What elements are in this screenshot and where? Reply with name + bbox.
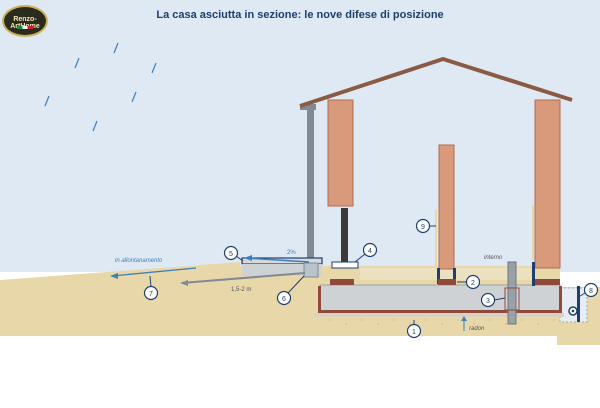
rain-drop: [74, 57, 80, 69]
marker-6-label: 6: [282, 296, 286, 303]
marker-4-label: 4: [368, 248, 372, 255]
wall-base-right: [535, 279, 560, 285]
sky: [0, 0, 600, 272]
marker-1-label: 1: [412, 329, 416, 336]
runoff-arrowhead: [110, 273, 118, 279]
radon-pipe-box: [504, 287, 520, 311]
runoff-arrow: [111, 267, 197, 277]
italian-flag-icon: [17, 26, 33, 29]
marker-4: 4: [354, 242, 378, 263]
barrier-line-9: [435, 210, 437, 268]
marker-1: 1: [406, 320, 422, 339]
rain-drop: [113, 42, 119, 54]
diagram-title: La casa asciutta in sezione: le nove dif…: [156, 9, 444, 21]
barrier-center-right: [453, 268, 456, 284]
foundation-curb-left: [318, 286, 321, 312]
radon-dots: [329, 319, 555, 325]
radon-arrowhead: [461, 316, 467, 321]
interior-label: interno: [484, 255, 503, 261]
wall-right: [534, 99, 561, 269]
barrier-detail-4: [331, 261, 359, 269]
marker-6: 6: [276, 275, 305, 306]
wall-base-left: [330, 279, 354, 285]
gravel-bed: [314, 313, 564, 317]
rain-drop: [92, 120, 98, 132]
drainage-away-label: in allontanamento: [115, 258, 163, 264]
marker-2: 2: [457, 274, 481, 290]
marker-9: 9: [415, 218, 436, 234]
marker-5: 5: [223, 245, 244, 262]
radon-label: radon: [469, 326, 485, 332]
slope-arrow-2pct: [245, 257, 310, 263]
rain: [44, 42, 157, 132]
marker-8-label: 8: [589, 288, 593, 295]
wall-base-center: [438, 279, 456, 285]
slope-arrowhead: [244, 255, 252, 261]
wall-left-plinth: [341, 208, 348, 268]
downspout: [307, 108, 314, 262]
marker-3-label: 3: [486, 298, 490, 305]
marker-7: 7: [143, 275, 159, 301]
slab-foundation-line: [318, 310, 562, 314]
brand-logo: Renzo-ArtHome: [2, 5, 48, 37]
roof: [299, 57, 573, 108]
marker-7-label: 7: [149, 291, 153, 298]
ground-left-slope: [0, 262, 240, 336]
drain-pipe-core: [571, 309, 575, 313]
drain-arrowhead: [180, 280, 188, 286]
marker-8: 8: [576, 282, 599, 299]
marker-9-label: 9: [421, 224, 425, 231]
wall-center: [438, 144, 455, 270]
barrier-line-9b: [532, 205, 534, 260]
ground-slab: [319, 284, 561, 312]
gutter: [300, 104, 316, 110]
marker-3: 3: [480, 292, 506, 308]
gravel-drain: [559, 287, 588, 323]
marker-5-label: 5: [229, 251, 233, 258]
rain-drop: [151, 62, 157, 74]
barrier-right: [532, 262, 535, 286]
barrier-center-left: [437, 268, 440, 284]
drain-pit-wall: [577, 286, 580, 322]
radon-pipe: [507, 261, 517, 325]
drain-pipe: [181, 272, 306, 284]
slope-label: 2%: [287, 250, 296, 256]
foundation-curb-right: [559, 286, 562, 312]
marker-2-label: 2: [471, 280, 475, 287]
rain-drop: [44, 95, 50, 107]
distance-label: 1,5-2 m: [231, 287, 251, 293]
water-collector: [303, 262, 319, 278]
interior-floor-band: [360, 268, 535, 280]
wall-left: [327, 99, 354, 207]
rain-drop: [131, 91, 137, 103]
